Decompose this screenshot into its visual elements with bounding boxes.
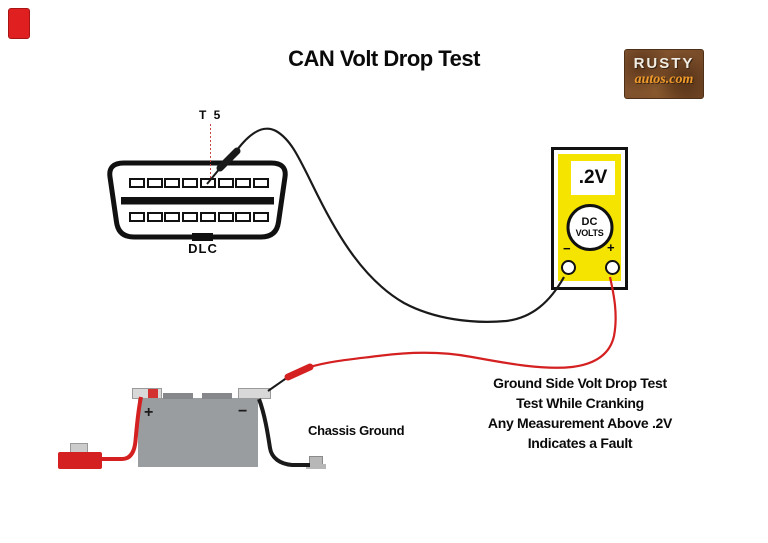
multimeter-display: .2V	[571, 161, 615, 195]
logo-line1: RUSTY	[633, 55, 695, 72]
minus-jack-label: −	[563, 241, 571, 256]
dlc-center-bar	[121, 197, 274, 205]
battery-cap	[202, 393, 232, 399]
dial-label-dc: DC	[581, 216, 598, 228]
battery-positive-cable	[102, 396, 143, 461]
plus-jack-label: +	[607, 240, 615, 255]
plus-jack	[605, 260, 620, 275]
dlc-label: DLC	[188, 241, 218, 256]
instructions-text: Ground Side Volt Drop Test Test While Cr…	[455, 373, 705, 453]
dlc-connector	[107, 160, 288, 240]
battery	[138, 398, 258, 467]
rustyautos-logo: RUSTY autos.com	[624, 49, 704, 99]
battery-cap	[163, 393, 193, 399]
battery-plus-sign: +	[144, 404, 154, 421]
red-test-lead	[309, 276, 617, 369]
instructions-line1: Ground Side Volt Drop Test	[493, 375, 667, 391]
multimeter-dial: DC VOLTS	[566, 204, 613, 251]
battery-minus-sign: −	[238, 403, 248, 420]
battery-positive-terminal	[132, 388, 162, 399]
battery-positive-terminal-red	[148, 389, 158, 398]
dlc-tab	[192, 233, 213, 241]
chassis-ground-lug-base	[306, 464, 326, 469]
positive-cable-connector	[58, 452, 102, 469]
instructions-line4: Indicates a Fault	[527, 435, 633, 451]
multimeter: .2V DC VOLTS − +	[551, 147, 628, 290]
battery-negative-cable	[257, 398, 310, 467]
dlc-probe-tip	[206, 166, 222, 185]
battery-probe-body	[284, 363, 314, 381]
red-marker	[8, 8, 30, 39]
black-test-lead	[236, 127, 565, 323]
page-title: CAN Volt Drop Test	[288, 46, 480, 71]
instructions-line3: Any Measurement Above .2V	[487, 415, 673, 431]
battery-probe-tip	[267, 376, 289, 392]
t5-pin-label: T 5	[199, 108, 223, 122]
chassis-ground-label: Chassis Ground	[308, 423, 405, 438]
battery-negative-terminal	[238, 388, 271, 399]
dlc-probe-body	[216, 147, 241, 172]
dlc-pins-bottom	[129, 212, 269, 222]
dlc-pins-top	[129, 178, 269, 188]
instructions-line2: Test While Cranking	[516, 395, 644, 411]
minus-jack	[561, 260, 576, 275]
logo-line2: autos.com	[634, 72, 694, 87]
dial-label-volts: VOLTS	[575, 228, 604, 238]
